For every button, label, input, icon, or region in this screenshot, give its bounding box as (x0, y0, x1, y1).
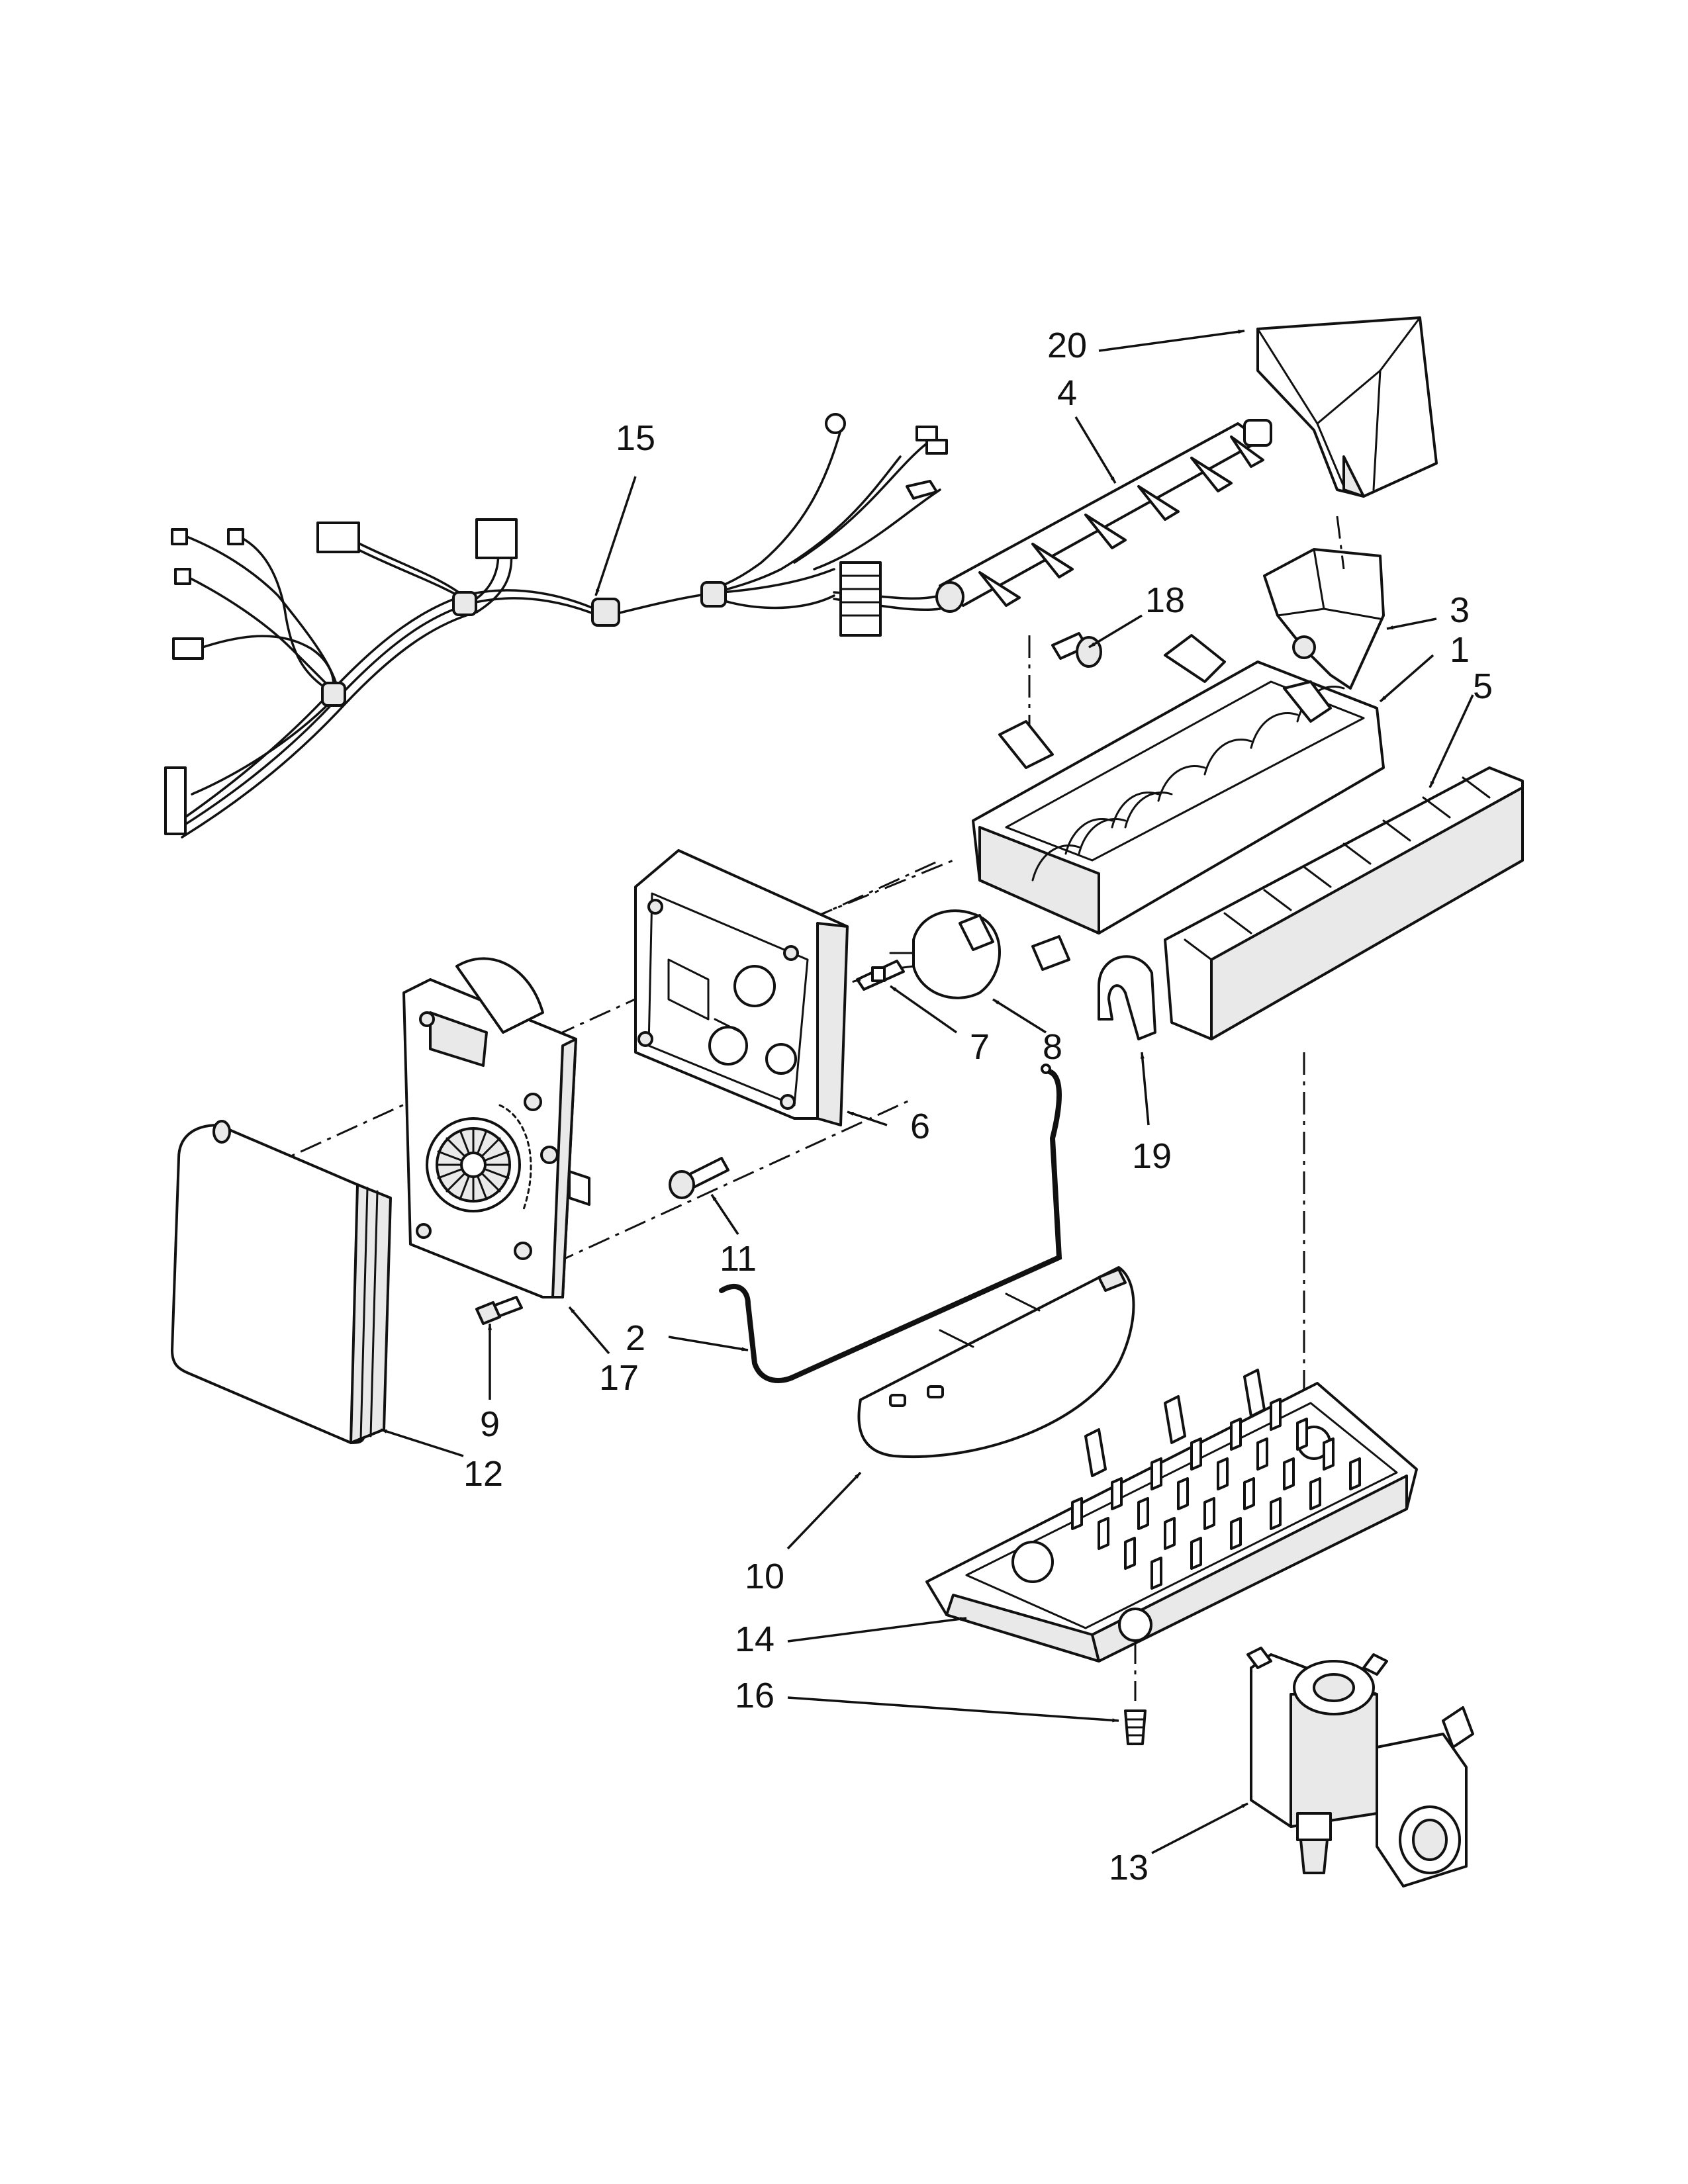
leader-2 (668, 1336, 749, 1351)
leader-7 (889, 985, 958, 1034)
wire-clip (452, 591, 477, 616)
stripper-guide (1263, 548, 1385, 690)
callout-3: 3 (1450, 590, 1470, 630)
leader-lines (380, 330, 1474, 1854)
wire-harness (164, 413, 948, 839)
leader-11 (710, 1194, 739, 1235)
water-valve (1246, 1647, 1474, 1888)
callout-13: 13 (1109, 1848, 1149, 1888)
motor-plate (402, 957, 590, 1298)
harness-connector (172, 637, 204, 660)
callout-6: 6 (910, 1107, 930, 1146)
mounting-screw (1051, 632, 1102, 668)
wire-clip (591, 598, 620, 627)
cover-screw (475, 1296, 523, 1325)
leader-18 (1088, 614, 1143, 649)
bin-screw (1124, 1709, 1147, 1745)
leader-1 (1379, 654, 1434, 703)
leader-16 (787, 1696, 1119, 1723)
callout-1: 1 (1450, 630, 1470, 670)
wire-clip (321, 682, 346, 707)
callout-7: 7 (970, 1027, 990, 1067)
callout-9: 9 (480, 1404, 500, 1444)
shutoff-paddle (857, 1266, 1135, 1458)
module-housing (634, 849, 849, 1126)
ring-terminal (825, 413, 846, 434)
leader-17 (568, 1306, 610, 1355)
leader-14 (787, 1617, 967, 1643)
leader-20 (1098, 330, 1245, 352)
callout-20: 20 (1047, 326, 1087, 365)
terminal (925, 439, 948, 455)
ice-funnel (1256, 316, 1438, 498)
ice-bin-base (925, 1369, 1418, 1662)
front-cover (171, 1120, 392, 1444)
callout-18: 18 (1145, 580, 1185, 620)
terminal (171, 528, 188, 545)
callout-2: 2 (626, 1318, 645, 1358)
mold-cover (1164, 766, 1524, 1040)
mold-pins (959, 914, 1070, 971)
leader-4 (1074, 416, 1117, 484)
callout-15: 15 (616, 418, 655, 458)
heater-pin (856, 960, 905, 991)
leader-13 (1151, 1802, 1248, 1854)
leader-3 (1386, 617, 1437, 630)
callout-14: 14 (735, 1619, 774, 1659)
callout-5: 5 (1473, 666, 1493, 706)
housing-screw (669, 1157, 729, 1199)
callout-labels: 20 4 15 18 3 1 5 8 7 6 19 11 2 17 9 12 1… (463, 326, 1493, 1888)
harness-connector (475, 518, 518, 559)
ice-mold (972, 634, 1385, 934)
callout-10: 10 (745, 1557, 784, 1596)
callout-12: 12 (463, 1454, 503, 1494)
leader-15 (594, 476, 637, 596)
leader-5 (1429, 694, 1474, 788)
shutoff-arm (719, 1064, 1062, 1383)
wire-clip-part (1098, 955, 1156, 1040)
callout-4: 4 (1057, 373, 1077, 413)
leader-10 (786, 1471, 862, 1550)
leader-12 (380, 1428, 464, 1457)
callout-11: 11 (720, 1239, 757, 1279)
bin-posts (1071, 1398, 1361, 1590)
harness-connector (316, 522, 360, 553)
terminal (915, 426, 938, 441)
wire-clip (700, 581, 727, 608)
leader-6 (847, 1111, 888, 1126)
callout-19: 19 (1132, 1136, 1172, 1176)
callout-16: 16 (735, 1676, 774, 1715)
harness-connector (839, 561, 882, 637)
terminal (174, 568, 191, 585)
leader-19 (1140, 1052, 1150, 1126)
terminal (906, 480, 938, 500)
callout-17: 17 (599, 1358, 639, 1398)
terminal (227, 528, 244, 545)
ejector (935, 419, 1272, 613)
callout-8: 8 (1043, 1027, 1062, 1067)
leader-8 (992, 998, 1047, 1034)
harness-connector (164, 766, 187, 835)
